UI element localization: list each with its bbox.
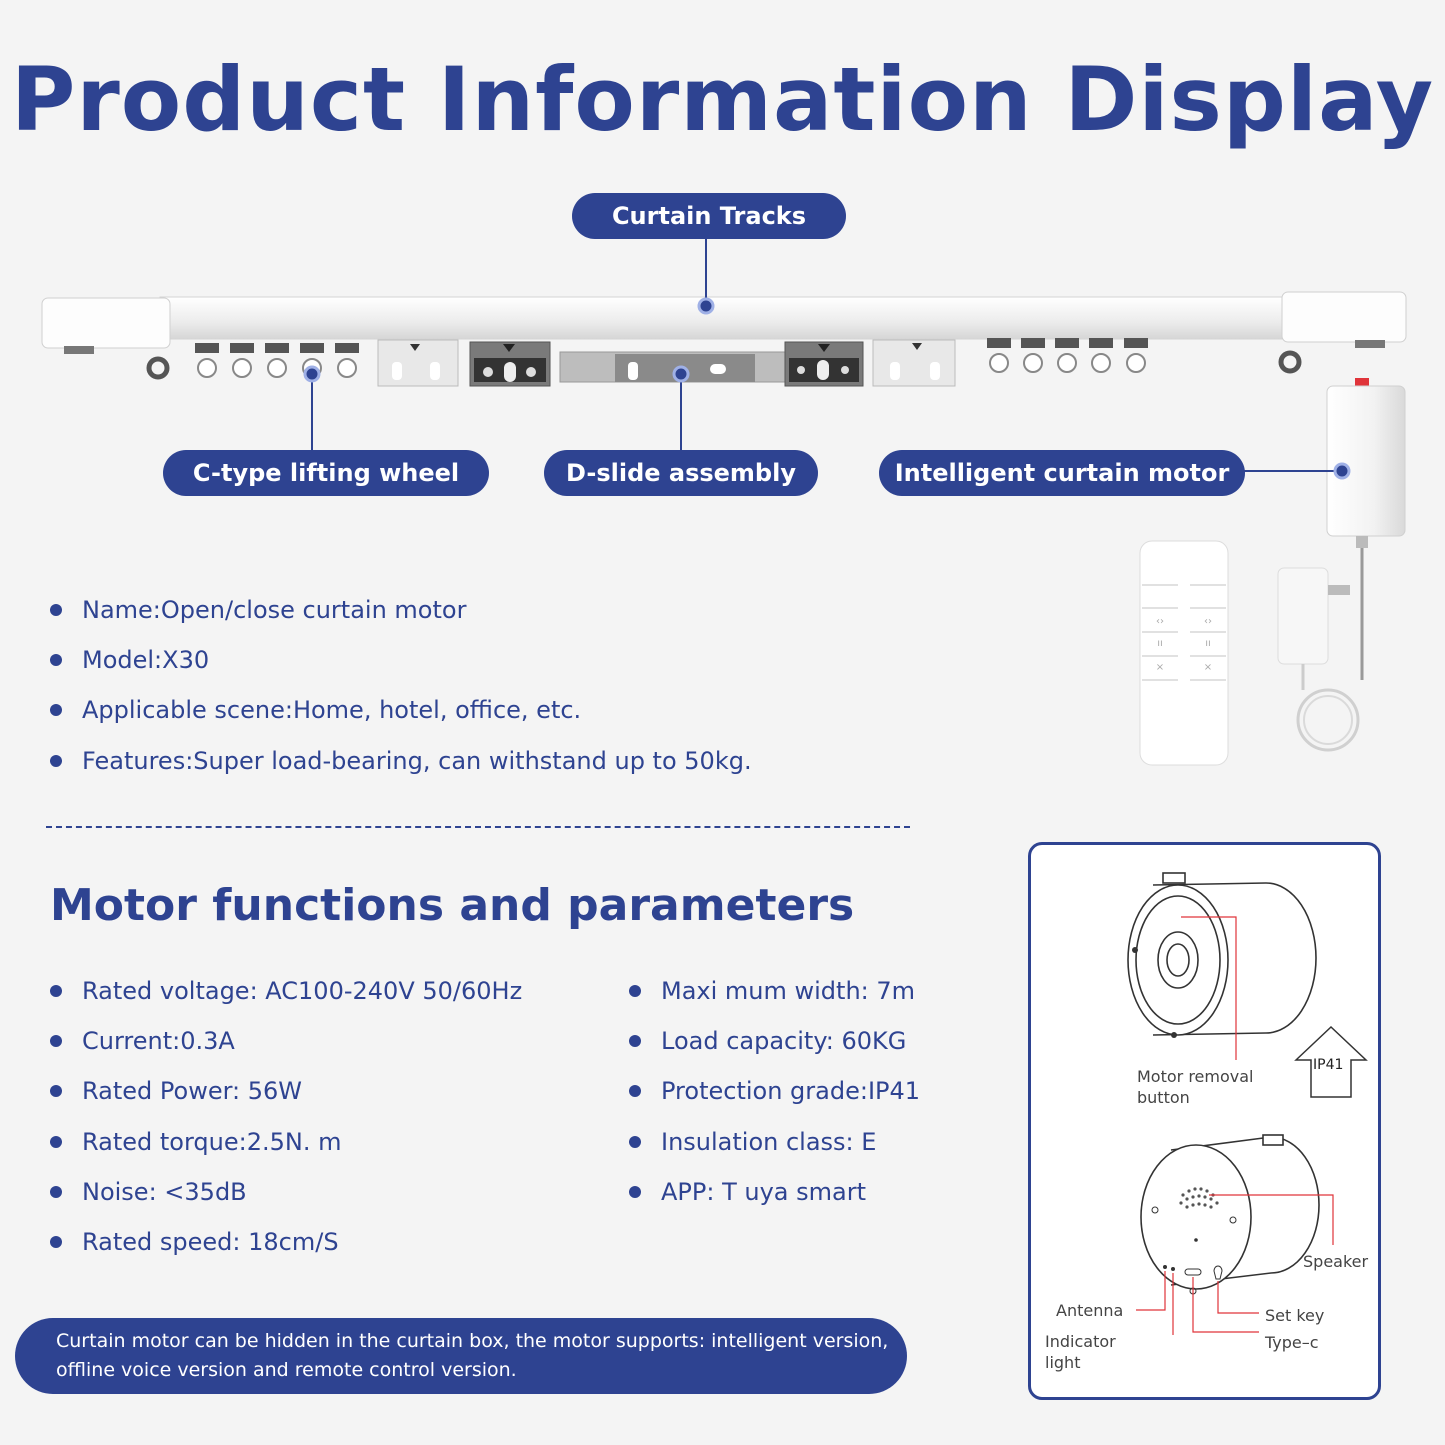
list-item: Insulation class: E — [629, 1127, 920, 1177]
svg-text:ıı: ıı — [1205, 638, 1211, 649]
list-item: Applicable scene:Home, hotel, office, et… — [50, 695, 752, 745]
banner-line-2: offline voice version and remote control… — [56, 1359, 517, 1381]
divider — [46, 826, 910, 828]
lifting-wheels-left — [195, 343, 359, 378]
antenna-label: Antenna — [1056, 1301, 1124, 1320]
svg-text:‹›: ‹› — [1204, 616, 1212, 627]
svg-text:×: × — [1156, 662, 1164, 673]
section-title: Motor functions and parameters — [50, 880, 855, 931]
svg-text:×: × — [1204, 662, 1212, 673]
list-item: Name:Open/close curtain motor — [50, 595, 752, 645]
ip-arrow-icon — [1294, 1025, 1368, 1098]
set-key-label: Set key — [1265, 1306, 1325, 1325]
rail — [41, 291, 1407, 380]
removal-button-label: Motor removal button — [1137, 1067, 1254, 1107]
list-item: Rated voltage: AC100-240V 50/60Hz — [50, 976, 522, 1026]
list-item: Rated Power: 56W — [50, 1076, 522, 1126]
curtain-tracks-label: Curtain Tracks — [572, 193, 846, 239]
list-item: Rated speed: 18cm/S — [50, 1227, 522, 1277]
speaker-label: Speaker — [1303, 1252, 1369, 1271]
svg-text:‹›: ‹› — [1156, 616, 1164, 627]
d-slide-assembly — [377, 339, 956, 387]
info-list: Name:Open/close curtain motor Model:X30 … — [50, 595, 752, 796]
power-adapter — [1277, 567, 1360, 752]
motor-diagram — [1127, 872, 1368, 1335]
list-item: Protection grade:IP41 — [629, 1076, 920, 1126]
params-right-list: Maxi mum width: 7m Load capacity: 60KG P… — [629, 976, 920, 1227]
list-item: Features:Super load-bearing, can withsta… — [50, 746, 752, 796]
banner-line-1: Curtain motor can be hidden in the curta… — [56, 1330, 889, 1352]
motor-detail-panel: Motor removal button IP41 Speaker Antenn… — [1028, 842, 1381, 1400]
list-item: APP: T uya smart — [629, 1177, 920, 1227]
list-item: Model:X30 — [50, 645, 752, 695]
list-item: Maxi mum width: 7m — [629, 976, 920, 1026]
page-title: Product Information Display — [10, 48, 1435, 151]
d-slide-label: D-slide assembly — [544, 450, 818, 496]
lifting-wheels-right — [987, 338, 1148, 373]
type-c-label: Type–c — [1265, 1333, 1319, 1352]
curtain-motor — [1326, 378, 1406, 680]
remote-control: ‹› ‹› ıı ıı × × — [1139, 540, 1229, 766]
params-left-list: Rated voltage: AC100-240V 50/60Hz Curren… — [50, 976, 522, 1277]
list-item: Current:0.3A — [50, 1026, 522, 1076]
svg-text:ıı: ıı — [1157, 638, 1163, 649]
list-item: Rated torque:2.5N. m — [50, 1127, 522, 1177]
curtain-track-illustration: ‹› ‹› ıı ıı × × — [41, 238, 1407, 766]
motor-label: Intelligent curtain motor — [879, 450, 1245, 496]
info-banner: Curtain motor can be hidden in the curta… — [15, 1318, 907, 1394]
indicator-light-label: Indicator light — [1045, 1332, 1116, 1372]
callout-leaders — [303, 238, 1351, 480]
ip-badge: IP41 — [1313, 1057, 1344, 1073]
list-item: Load capacity: 60KG — [629, 1026, 920, 1076]
lifting-wheel-label: C-type lifting wheel — [163, 450, 489, 496]
list-item: Noise: <35dB — [50, 1177, 522, 1227]
